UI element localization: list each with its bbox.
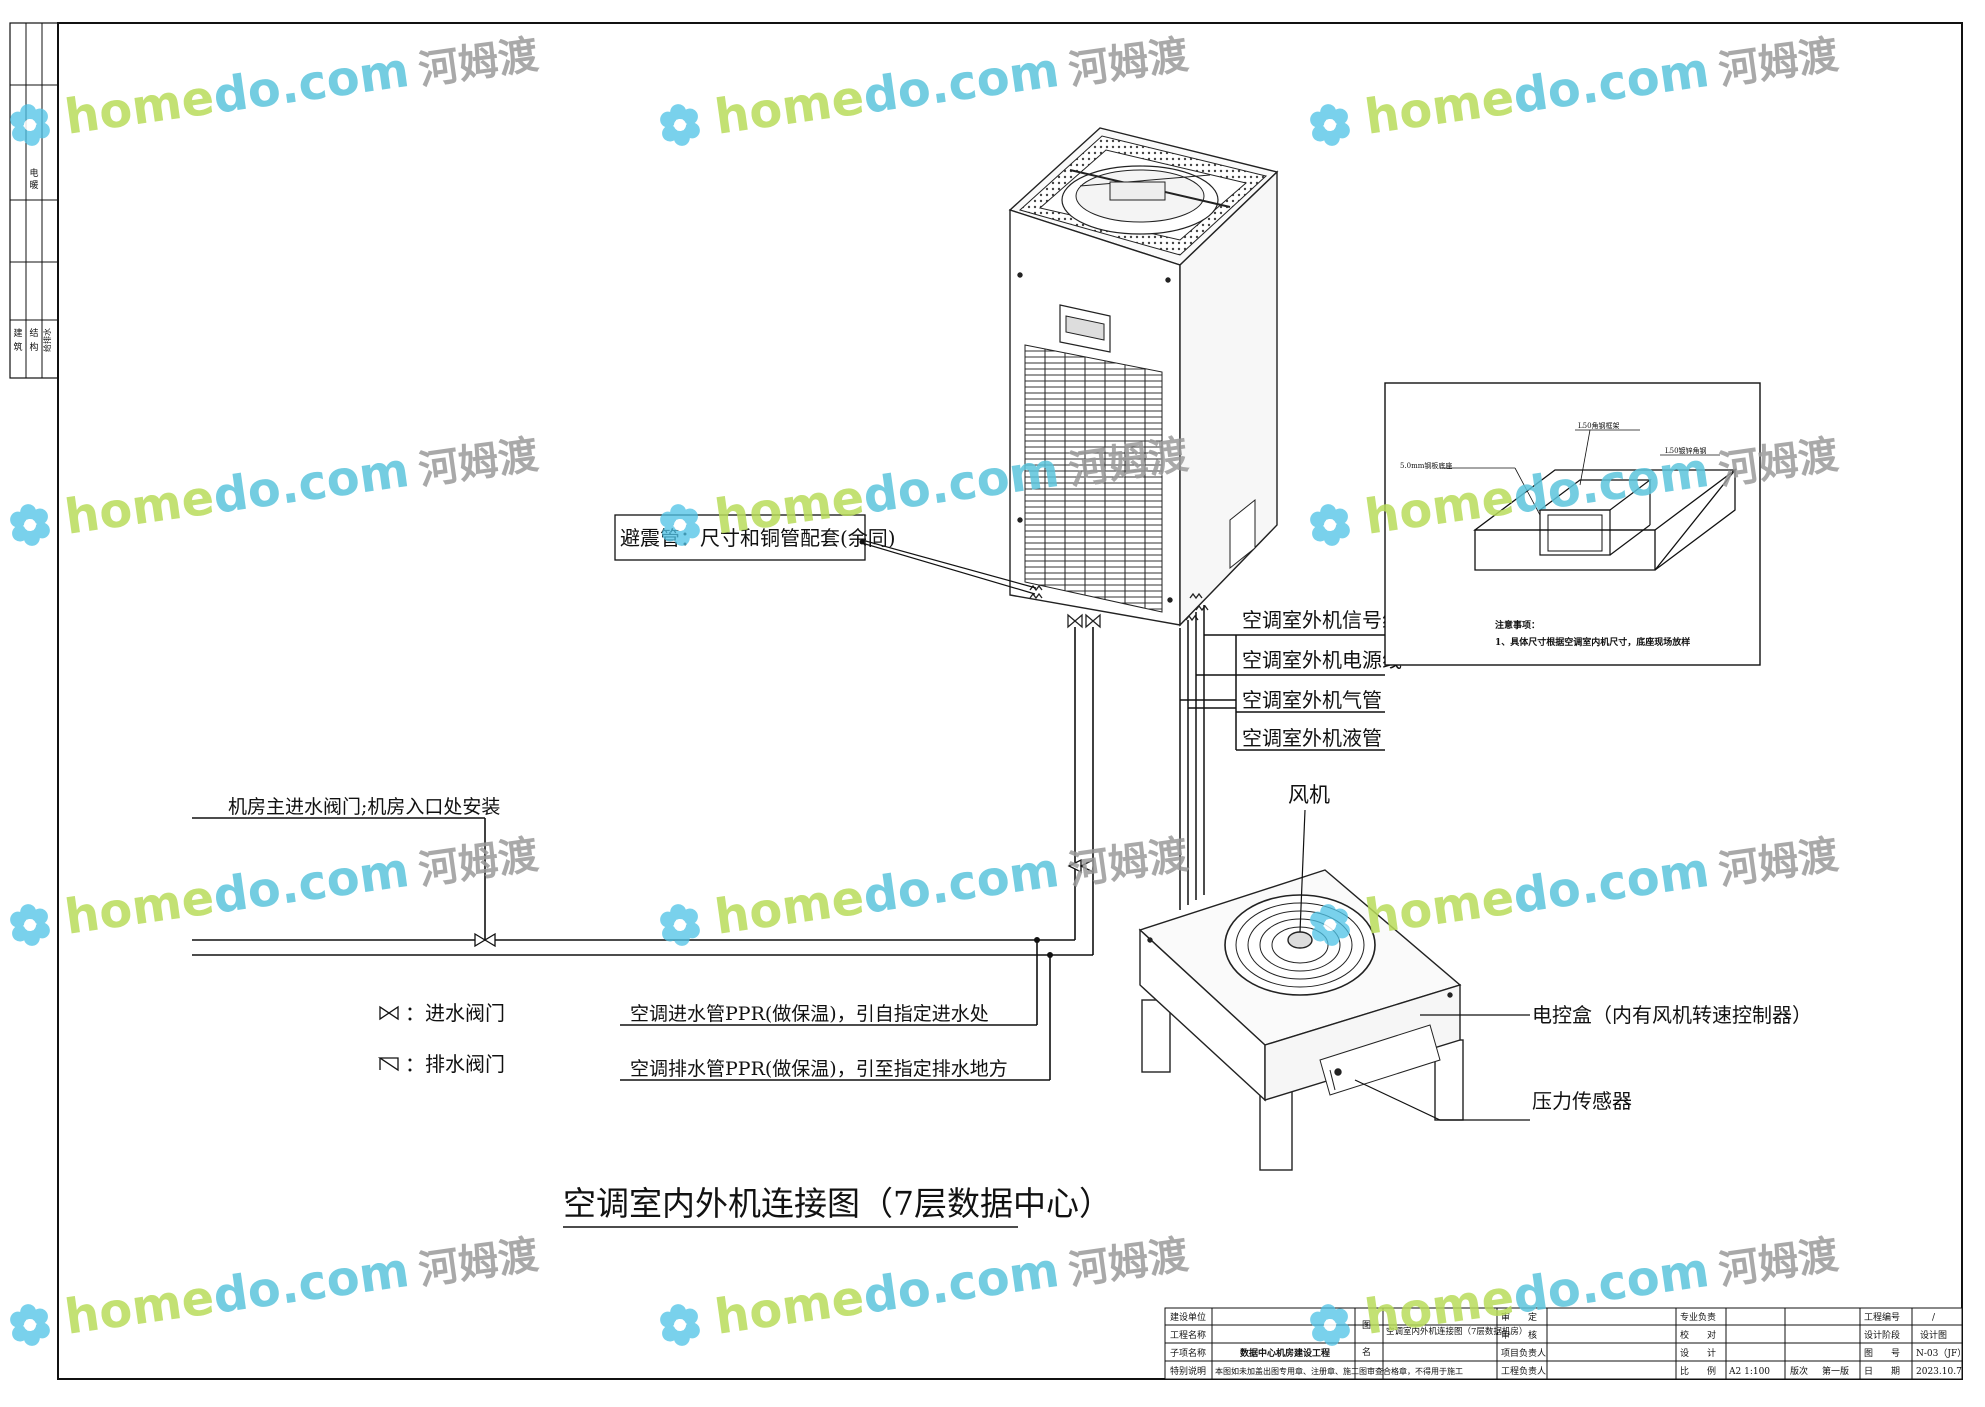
watermark-6: homedo.com河姆渡 — [8, 824, 541, 949]
gas-pipe-label: 空调室外机气管 — [1242, 688, 1382, 712]
drain-pipe-label: 空调排水管PPR(做保温)，引至指定排水地方 — [630, 1058, 1008, 1080]
legend-inlet-valve: ：进水阀门 — [405, 1001, 505, 1025]
watermark-2: homedo.com河姆渡 — [1308, 24, 1841, 149]
tb-drawing-no-label: 图 号 — [1864, 1348, 1900, 1359]
tb-special-value: 本图如未加盖出图专用章、注册章、施工图审查合格章，不得用于施工 — [1215, 1366, 1463, 1376]
title-block-text: 建设单位 工程名称 子项名称 数据中心机房建设工程 特别说明 本图如未加盖出图专… — [1170, 1311, 1966, 1377]
liquid-pipe-label: 空调室外机液管 — [1242, 726, 1382, 750]
title-block — [1164, 1307, 1963, 1380]
strip-label-jipaishui: 给排水 — [42, 328, 52, 352]
strip-label-nuan: 暖 — [29, 179, 38, 191]
base-detail-inset — [1384, 382, 1761, 666]
left-strip: 电 暖 建 筑 结 构 给排水 — [9, 22, 59, 379]
tb-builder-label: 建设单位 — [1170, 1311, 1206, 1323]
signal-line-label: 空调室外机信号线 — [1242, 608, 1402, 632]
water-pipes — [192, 627, 1094, 1081]
pressure-sensor-label: 压力传感器 — [1532, 1089, 1632, 1113]
inset-label-top: L50角钢框架 — [1578, 421, 1620, 430]
watermark-0: homedo.com河姆渡 — [8, 24, 541, 149]
tb-check-label: 校 对 — [1680, 1329, 1716, 1341]
legend-drain-valve: ：排水阀门 — [405, 1052, 505, 1076]
tb-review-a: 审 定 — [1501, 1311, 1537, 1323]
watermark-text: homedo.com河姆渡 — [711, 1224, 1191, 1346]
tb-subitem-label: 子项名称 — [1170, 1347, 1206, 1359]
tb-proj-no-value: / — [1932, 1313, 1936, 1323]
inlet-valve-symbol — [379, 1005, 399, 1021]
outdoor-unit — [1138, 869, 1464, 1171]
watermark-text: homedo.com河姆渡 — [61, 1224, 541, 1346]
tb-special-label: 特别说明 — [1170, 1365, 1206, 1377]
inset-label-left: 5.0mm钢板底座 — [1400, 461, 1452, 470]
power-line-label: 空调室外机电源线 — [1242, 648, 1402, 672]
valve-legend: ：进水阀门 ：排水阀门 — [377, 1001, 505, 1076]
inset-note-1: 1、具体尺寸根据空调室内机尺寸，底座现场放样 — [1495, 636, 1690, 648]
shock-pipe-callout: 避震管：尺寸和铜管配套(余同) — [614, 514, 1037, 595]
tb-version-label: 版次 — [1790, 1365, 1808, 1377]
tb-drawing-no-value: N-03（JF） — [1916, 1348, 1966, 1359]
tb-version-value: 第一版 — [1822, 1365, 1849, 1377]
tb-figure-label-a: 图 — [1362, 1320, 1371, 1331]
watermark-text: homedo.com河姆渡 — [711, 24, 1191, 146]
watermark-text: homedo.com河姆渡 — [1361, 824, 1841, 946]
inlet-pipe-label: 空调进水管PPR(做保温)，引自指定进水处 — [630, 1003, 989, 1025]
watermark-8: homedo.com河姆渡 — [1308, 824, 1841, 949]
tb-scale-value: A2 1:100 — [1728, 1367, 1770, 1377]
watermark-text: homedo.com河姆渡 — [1361, 24, 1841, 146]
tb-figure-name: 空调室内外机连接图（7层数据机房） — [1386, 1326, 1527, 1337]
tb-stage-label: 设计阶段 — [1864, 1329, 1900, 1341]
tb-stage-value: 设计图 — [1920, 1329, 1947, 1341]
watermark-7: homedo.com河姆渡 — [658, 824, 1191, 949]
watermark-text: homedo.com河姆渡 — [61, 424, 541, 546]
watermark-text: homedo.com河姆渡 — [61, 824, 541, 946]
tb-review-c: 项目负责人 — [1501, 1347, 1546, 1359]
watermark-layer: homedo.com河姆渡 homedo.com河姆渡 homedo.com河姆渡 h… — [8, 24, 1841, 1349]
inset-note-title: 注意事项： — [1495, 619, 1540, 631]
fan-label: 风机 — [1288, 783, 1330, 807]
tb-proj-no-label: 工程编号 — [1864, 1311, 1900, 1323]
watermark-text: homedo.com河姆渡 — [61, 24, 541, 146]
indoor-unit — [1008, 127, 1279, 627]
drawing-title: 空调室内外机连接图（7层数据中心） — [563, 1184, 1112, 1223]
watermark-3: homedo.com河姆渡 — [8, 424, 541, 549]
strip-label-jian: 建 — [13, 327, 22, 339]
watermark-text: homedo.com河姆渡 — [711, 824, 1191, 946]
tb-review-d: 工程负责人 — [1501, 1365, 1546, 1377]
tb-date-label: 日 期 — [1864, 1366, 1900, 1377]
strip-label-zhu: 筑 — [13, 341, 22, 353]
tb-date-value: 2023.10.7 — [1916, 1367, 1962, 1377]
main-valve-label: 机房主进水阀门;机房入口处安装 — [228, 796, 500, 818]
tb-figure-label-b: 名 — [1362, 1346, 1371, 1358]
strip-label-gou: 构 — [29, 341, 38, 353]
tb-review-b: 审 核 — [1501, 1329, 1537, 1341]
tb-design-label: 设 计 — [1680, 1347, 1716, 1359]
watermark-9: homedo.com河姆渡 — [8, 1224, 541, 1349]
main-inlet-valve — [474, 932, 496, 948]
tb-project-label: 工程名称 — [1170, 1329, 1206, 1341]
strip-label-dian: 电 — [29, 167, 38, 179]
control-box-label: 电控盒（内有风机转速控制器） — [1532, 1003, 1812, 1027]
drawing-border — [57, 22, 1963, 1380]
inset-label-right: L50镀锌角钢 — [1665, 446, 1707, 455]
drain-valve-symbol — [377, 1057, 399, 1072]
tb-scale-label: 比 例 — [1680, 1365, 1716, 1377]
pipe-valves — [474, 858, 1094, 958]
refrigerant-lines — [1179, 605, 1385, 910]
tb-lead-label: 专业负责 — [1680, 1311, 1716, 1323]
tb-subitem-value: 数据中心机房建设工程 — [1240, 1347, 1330, 1359]
watermark-10: homedo.com河姆渡 — [658, 1224, 1191, 1349]
strip-label-jie: 结 — [29, 327, 38, 339]
watermark-1: homedo.com河姆渡 — [658, 24, 1191, 149]
